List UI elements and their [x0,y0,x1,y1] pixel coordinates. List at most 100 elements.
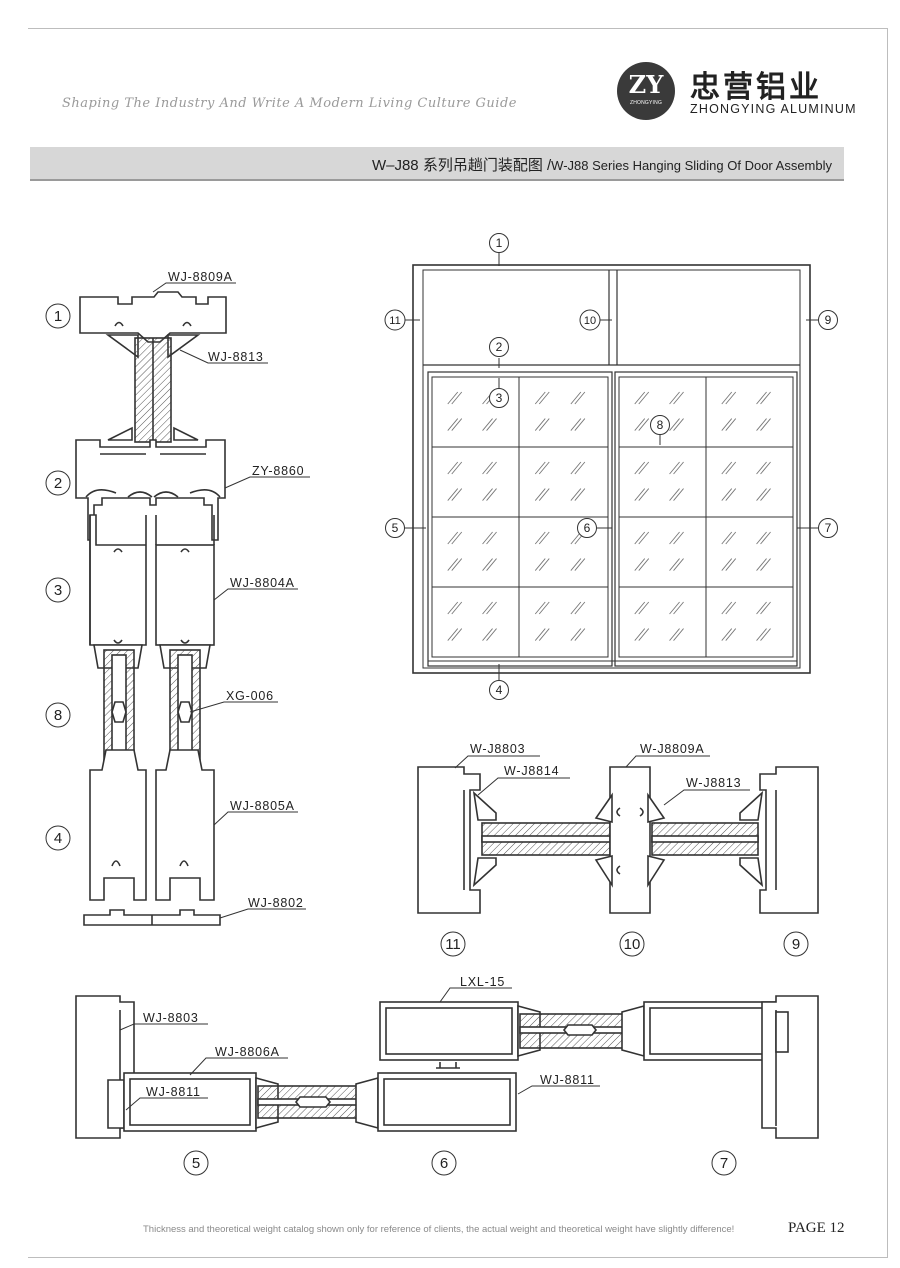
glass-mark [638,391,650,405]
glass-mark [538,461,550,475]
glass-mark [570,488,582,501]
glass-mark [634,391,646,405]
svg-text:2: 2 [496,340,503,354]
profile-w-j8814 [472,790,497,821]
elev-marker-2: 2 [489,337,509,357]
svg-text:9: 9 [825,313,832,327]
glass-mark [534,418,546,431]
profile-wj-8811-left [107,1079,125,1129]
glass-mark [482,418,493,431]
elev-marker-6: 6 [577,518,597,538]
detail-bottom-labels: WJ-8803 WJ-8806A WJ-8811 LXL-15 WJ-8811 [143,975,595,1099]
page-frame-top [28,28,888,29]
glass-mark [756,601,767,615]
glass-mark [538,391,550,405]
glass-mark [570,558,582,571]
glass-mark [574,601,586,615]
glass-mark [574,461,586,475]
svg-text:8: 8 [54,707,62,724]
glass-mark [538,418,550,431]
svg-text:5: 5 [192,1155,200,1172]
glass-mark [538,628,550,641]
glass-mark [725,391,737,405]
glass-mark [482,531,493,545]
xg-006-gasket-left [111,701,127,723]
glass-mark [638,488,650,501]
glass-mark [486,558,497,571]
glass-mark [725,628,737,641]
glass-mark [669,488,680,501]
label-lxl-15: LXL-15 [460,975,505,989]
glass-mark [721,558,733,571]
glass-mark [486,461,497,475]
detail-top-labels: W-J8803 W-J8814 W-J8809A W-J8813 [470,742,741,790]
label-wj-8811-right: WJ-8811 [540,1073,595,1087]
tagline: Shaping The Industry And Write A Modern … [62,96,517,111]
left-sash [427,371,613,667]
profile-head-clip-right [167,334,201,359]
glass-mark [486,418,497,431]
glass-mark [451,488,463,501]
label-wj-8804a: WJ-8804A [230,576,295,590]
glass-mark [451,461,463,475]
glass-mark [669,628,680,641]
glass-mark [534,601,546,615]
glass-mark [669,418,680,431]
label-wj-8809a: WJ-8809A [168,270,233,284]
glass-mark [669,558,680,571]
glass-mark [721,391,733,405]
elevation-outer-frame [412,264,811,674]
door-elevation [412,264,811,674]
glass-hatch-marks [447,391,771,641]
svg-text:8: 8 [657,418,664,432]
page-title: W–J88 系列吊趟门装配图 /W-J88 Series Hanging Sli… [372,154,832,175]
glass-mark [482,628,493,641]
profile-head-clip-left [105,334,139,359]
label-wj-8802: WJ-8802 [248,896,304,910]
glass-mark [451,601,463,615]
glass-mark [534,628,546,641]
brand-name-en: ZHONGYING ALUMINUM [690,102,857,116]
profile-wj-8811-middle [377,1072,517,1132]
glass-mark [638,628,650,641]
glass-mark [673,418,684,431]
profile-wj-8805a-right [155,749,215,901]
glass-mark [482,558,493,571]
profile-wj-8806a [123,1072,257,1132]
svg-text:1: 1 [496,236,503,250]
glass-mark [721,418,733,431]
glass-mark [760,558,771,571]
label-wj-8806a: WJ-8806A [215,1045,280,1059]
glass-mark [721,531,733,545]
profile-lxl-15 [379,1001,519,1061]
left-section-leaders [152,282,310,919]
glass-mark [534,531,546,545]
profile-wj-8803-right-side [761,995,819,1139]
glass-mark [634,628,646,641]
glass-mark [725,488,737,501]
profile-w-j8809a [609,766,651,914]
logo-subtext: ZHONGYING [629,100,663,106]
elev-marker-4: 4 [489,680,509,700]
xg-006-gasket-right [177,701,193,723]
glass-mark [760,418,771,431]
detail-bottom-markers: 5 6 7 [183,1150,737,1176]
elev-marker-7: 7 [818,518,838,538]
label-wj-8805a: WJ-8805A [230,799,295,813]
page-title-en: W-J88 Series Hanging Sliding Of Door Ass… [551,158,832,173]
glass-mark [673,558,684,571]
profile-wj-8804a-right [155,544,215,646]
zy-8860-clip-right [173,426,199,441]
glass-mark [721,461,733,475]
glass-mark [756,461,767,475]
detail-top-markers: 11 10 9 [440,931,809,957]
glass-mark [760,391,771,405]
glass-mark [725,461,737,475]
glass-mark [451,628,463,641]
left-section-markers: 1 2 3 8 4 [45,303,71,851]
elevation-leaders [404,253,818,680]
profile-sash-right [643,1001,777,1061]
brand-name-cn: 忠营铝业 [690,70,822,105]
elev-marker-11: 11 [384,309,406,331]
